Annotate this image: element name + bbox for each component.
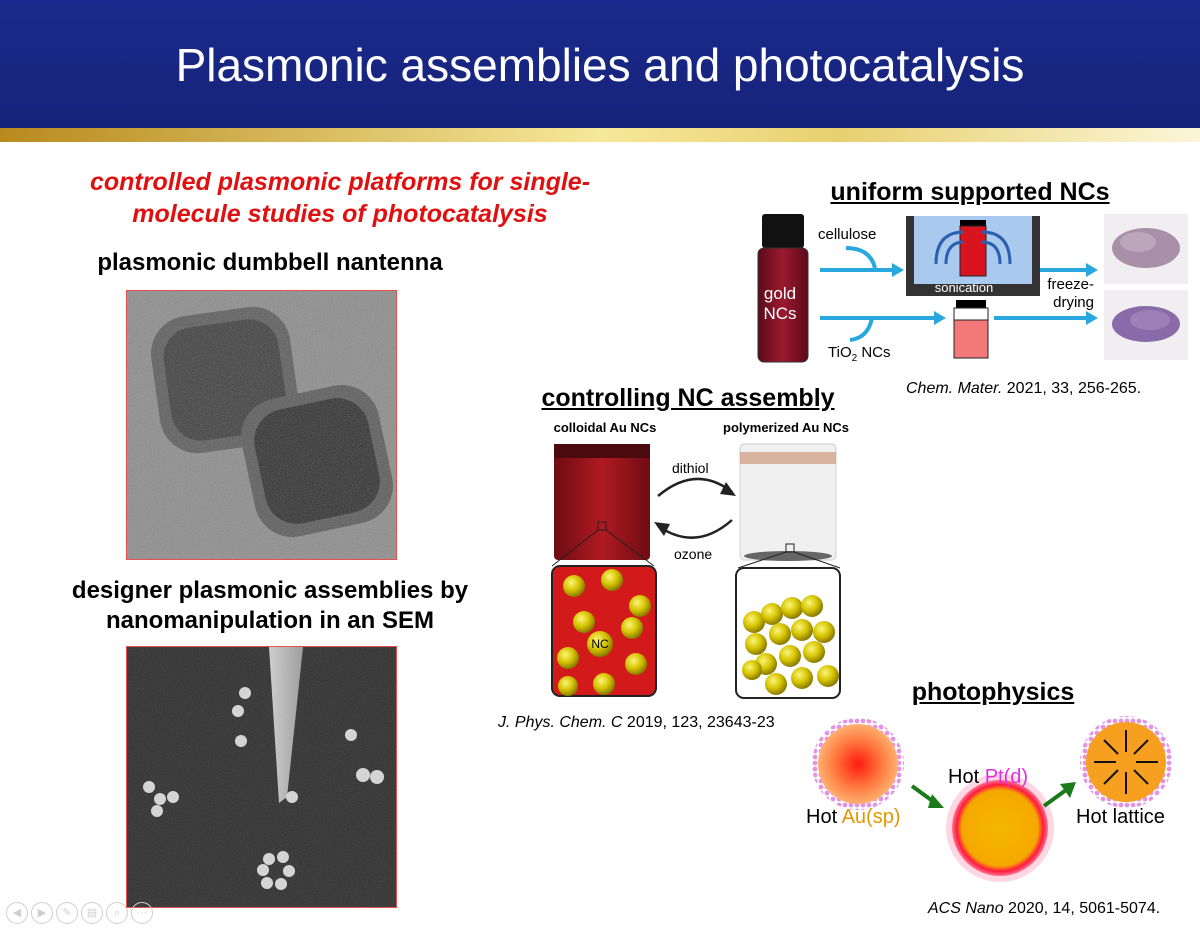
cellulose-label: cellulose	[818, 226, 877, 243]
slides-icon[interactable]: ▤	[81, 902, 103, 924]
dithiol-label: dithiol	[672, 460, 709, 476]
colloidal-vial	[554, 444, 650, 560]
vial-cap	[762, 214, 804, 248]
hot-pt-colored: Pt(d)	[984, 766, 1029, 788]
header-stripe	[0, 128, 1200, 142]
nc-sphere	[587, 631, 613, 657]
lattice-arrows	[1094, 730, 1158, 794]
slide-nav: ◀▶✎▤⌕···	[6, 902, 156, 924]
assembly-diagram	[551, 443, 841, 699]
tio2-arrow	[849, 317, 874, 342]
photophysics-citation-journal: ACS Nano	[928, 900, 1004, 917]
hot-au-label: Hot Au(sp)	[806, 806, 900, 829]
uniform-citation: Chem. Mater. 2021, 33, 256-265.	[906, 380, 1141, 398]
hot-au-prefix: Hot	[806, 806, 842, 828]
designer-label: designer plasmonic assemblies by nanoman…	[20, 576, 520, 636]
tem-image-drawing	[127, 291, 396, 559]
ozone-label: ozone	[674, 546, 713, 562]
slide-header	[0, 0, 1200, 128]
freeze-line1: freeze-	[1047, 276, 1094, 293]
zoom-icon[interactable]: ⌕	[106, 902, 128, 924]
left-heading: controlled plasmonic platforms for singl…	[20, 166, 660, 230]
colloidal-label: colloidal Au NCs	[553, 420, 657, 435]
cellulose-arrow	[845, 246, 877, 269]
photophysics-citation-rest: 2020, 14, 5061-5074.	[1003, 900, 1161, 917]
vial-label-line2: NCs	[763, 304, 797, 323]
more-icon[interactable]: ···	[131, 902, 153, 924]
pen-icon[interactable]: ✎	[56, 902, 78, 924]
green-arrow-1	[910, 784, 936, 804]
designer-line2: nanomanipulation in an SEM	[105, 607, 434, 634]
nc-label: NC	[591, 637, 609, 651]
hot-au-colored: Au(sp)	[841, 806, 901, 828]
ozone-arrow	[657, 519, 733, 539]
vial-label: gold NCs	[760, 284, 800, 324]
uniform-heading: uniform supported NCs	[830, 178, 1110, 206]
tio2-label: TiO2 NCs	[828, 344, 891, 364]
green-arrow-2	[1042, 788, 1068, 808]
uniform-citation-journal: Chem. Mater.	[906, 380, 1003, 397]
left-heading-line1: controlled plasmonic platforms for singl…	[89, 168, 591, 196]
assembly-citation-rest: 2019, 123, 23643-23	[622, 714, 775, 731]
photophysics-heading: photophysics	[911, 678, 1075, 706]
tio2-sub: 2	[851, 353, 858, 364]
slide-title: Plasmonic assemblies and photocatalysis	[175, 39, 1025, 91]
uniform-diagram	[757, 214, 1188, 363]
freeze-line2: drying	[1053, 294, 1094, 311]
assembly-citation-journal: J. Phys. Chem. C	[498, 714, 623, 731]
freeze-drying-label: freeze- drying	[1036, 276, 1094, 312]
left-heading-line2: molecule studies of photocatalysis	[132, 200, 548, 228]
photophysics-citation: ACS Nano 2020, 14, 5061-5074.	[928, 900, 1160, 918]
sem-image-drawing	[127, 647, 396, 907]
sonication-label: sonication	[934, 280, 994, 295]
assembly-citation: J. Phys. Chem. C 2019, 123, 23643-23	[498, 714, 775, 732]
vial-label-line1: gold	[763, 284, 797, 303]
hot-lattice-label: Hot lattice	[1076, 806, 1165, 828]
sem-image-nanomanipulation	[126, 646, 397, 908]
polymerized-label: polymerized Au NCs	[723, 420, 849, 435]
prev-icon[interactable]: ◀	[6, 902, 28, 924]
hot-pt-prefix: Hot	[948, 766, 985, 788]
next-icon[interactable]: ▶	[31, 902, 53, 924]
tem-image-dumbbell	[126, 290, 397, 560]
tio2-suffix: NCs	[857, 344, 891, 361]
uniform-citation-rest: 2021, 33, 256-265.	[1002, 380, 1142, 397]
tio2-prefix: TiO	[828, 344, 852, 361]
assembly-heading: controlling NC assembly	[541, 384, 835, 412]
dumbbell-label: plasmonic dumbbell nantenna	[97, 249, 443, 276]
photophysics-diagram	[812, 716, 1172, 882]
designer-line1: designer plasmonic assemblies by	[71, 577, 469, 604]
hot-pt-label: Hot Pt(d)	[948, 766, 1028, 789]
vial-body	[757, 247, 809, 363]
